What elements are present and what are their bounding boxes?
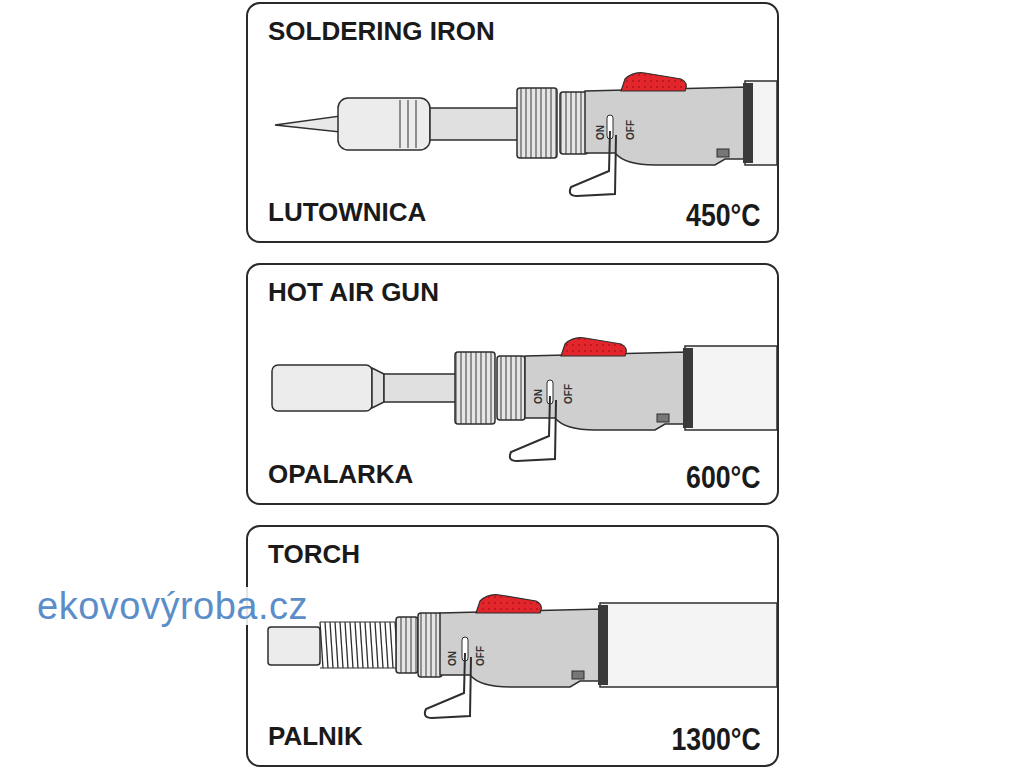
- spring-coil: [360, 622, 363, 668]
- ignition-button: [621, 73, 686, 91]
- shaft: [430, 108, 518, 140]
- switch-marking: OFF: [476, 646, 486, 666]
- switch-marking: ON: [448, 651, 458, 666]
- wire-stand: [570, 131, 616, 196]
- max-temperature: 600°C: [687, 462, 761, 493]
- spring-coil: [320, 622, 323, 668]
- air-nozzle: [272, 365, 372, 411]
- spring-coil: [385, 622, 388, 668]
- torch-tube: [268, 627, 320, 665]
- gas-tool: [275, 73, 777, 196]
- tool-name-polish: LUTOWNICA: [268, 199, 426, 225]
- switch-marking: OFF: [626, 120, 636, 140]
- tool-panel: SOLDERING IRON LUTOWNICA 450°C: [246, 2, 779, 243]
- knurled-nut: [455, 352, 495, 424]
- tool-panel: TORCH PALNIK 1300°C: [246, 525, 779, 767]
- tool-name: SOLDERING IRON: [268, 18, 495, 44]
- spring-coil: [380, 622, 383, 668]
- switch-marking: ON: [596, 125, 606, 140]
- spring-coil: [375, 622, 378, 668]
- spring-coil: [365, 622, 368, 668]
- band: [683, 348, 693, 428]
- watermark: ekovovýroba.cz: [34, 587, 311, 625]
- spring-coil: [390, 622, 393, 668]
- spring-coil: [355, 622, 358, 668]
- knurled-nut: [517, 88, 557, 158]
- spring-coil: [325, 622, 328, 668]
- spring-coil: [370, 622, 373, 668]
- knurled-nut: [560, 92, 588, 154]
- handle: [685, 346, 777, 430]
- tool-name-polish: PALNIK: [268, 723, 363, 749]
- spring-coil: [335, 622, 338, 668]
- handle: [600, 603, 777, 687]
- spring-coil: [350, 622, 353, 668]
- knurled-nut: [497, 356, 525, 420]
- switch-marking: OFF: [564, 384, 574, 404]
- tool-name-polish: OPALARKA: [268, 461, 413, 487]
- max-temperature: 1300°C: [672, 724, 761, 755]
- tip-barrel: [338, 98, 430, 150]
- gas-tool: [272, 338, 777, 461]
- ignition-button: [561, 338, 626, 356]
- band: [743, 83, 753, 163]
- latch: [657, 414, 669, 422]
- spring-coil: [340, 622, 343, 668]
- shaft: [384, 374, 456, 402]
- ignition-button: [476, 595, 541, 613]
- max-temperature: 450°C: [687, 200, 761, 231]
- latch: [717, 149, 729, 157]
- band: [598, 605, 608, 685]
- solder-tip: [275, 116, 340, 132]
- wire-stand: [510, 396, 556, 461]
- knurled-nut: [418, 613, 442, 677]
- gas-tool: [268, 595, 777, 718]
- tool-panel: HOT AIR GUN OPALARKA 600°C: [246, 263, 779, 505]
- tool-name: TORCH: [268, 541, 360, 567]
- spring-coil: [345, 622, 348, 668]
- spring-coil: [330, 622, 333, 668]
- switch-marking: ON: [534, 389, 544, 404]
- tool-name: HOT AIR GUN: [268, 279, 439, 305]
- latch: [572, 671, 584, 679]
- knurled-nut: [396, 617, 418, 673]
